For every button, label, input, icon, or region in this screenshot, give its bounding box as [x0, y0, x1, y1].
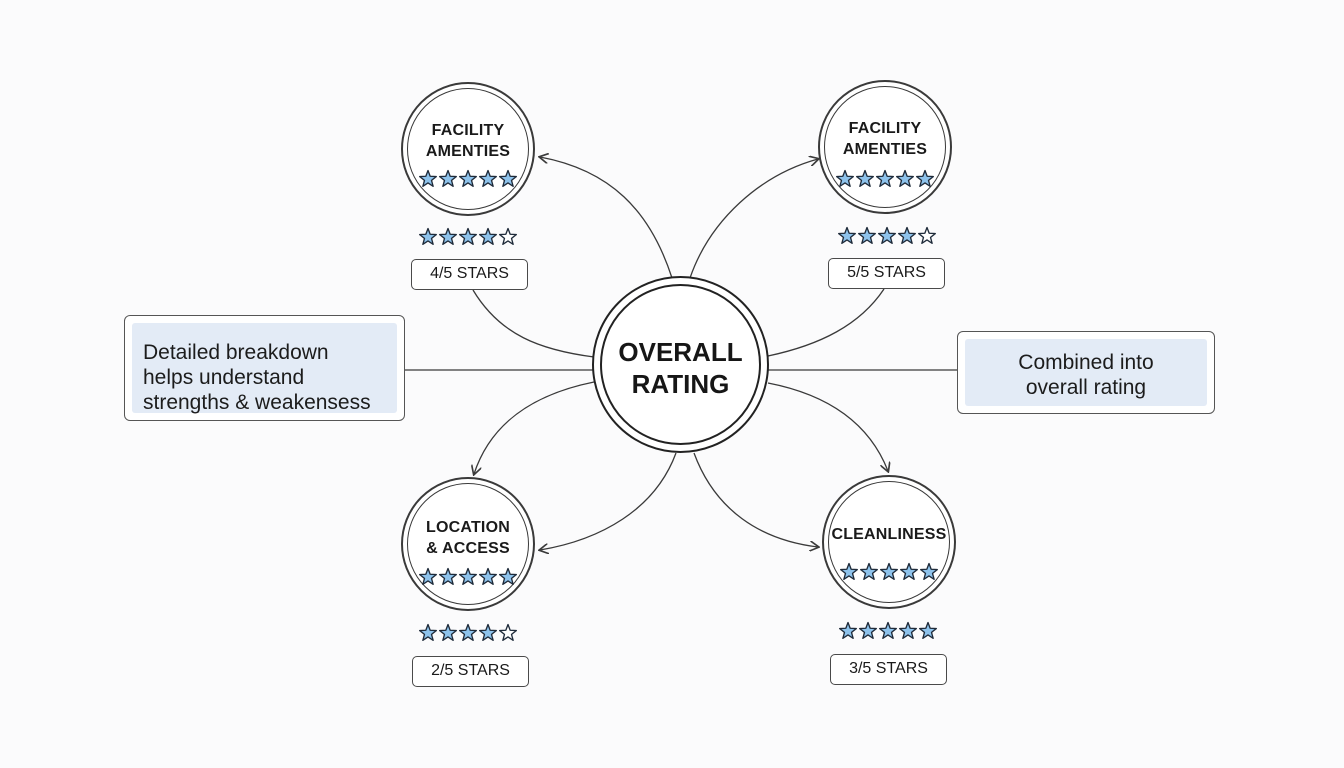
- star-rating: [838, 226, 937, 245]
- filled-star-icon: [459, 567, 477, 585]
- star-rating: [839, 621, 938, 640]
- filled-star-icon: [876, 169, 894, 187]
- category-title: FACILITY AMENTIES: [820, 118, 950, 160]
- category-title: LOCATION & ACCESS: [403, 517, 533, 559]
- category-node-facility-amenities-2: FACILITY AMENTIES: [818, 80, 952, 214]
- filled-star-icon: [479, 623, 497, 641]
- filled-star-icon: [439, 169, 457, 187]
- filled-star-icon: [840, 562, 858, 580]
- note-right-fill: Combined into overall rating: [965, 339, 1207, 406]
- empty-star-icon: [499, 227, 517, 245]
- inner-star-rating: [836, 169, 935, 188]
- filled-star-icon: [419, 227, 437, 245]
- note-left-line2: helps understand: [143, 366, 305, 389]
- filled-star-icon: [419, 567, 437, 585]
- filled-star-icon: [920, 562, 938, 580]
- inner-star-rating: [419, 169, 518, 188]
- note-left: Detailed breakdown helps understand stre…: [124, 315, 405, 421]
- arrow-from-center-bottom-right: [693, 452, 818, 547]
- filled-star-icon: [499, 567, 517, 585]
- category-node-cleanliness: CLEANLINESS: [822, 475, 956, 609]
- filled-star-icon: [858, 226, 876, 244]
- filled-star-icon: [459, 623, 477, 641]
- score-label: 5/5 STARS: [828, 258, 945, 289]
- category-title-line2: & ACCESS: [426, 540, 510, 557]
- filled-star-icon: [856, 169, 874, 187]
- overall-rating-line1: OVERALL: [618, 337, 743, 367]
- arrow-from-center-bottom-left: [540, 452, 677, 550]
- filled-star-icon: [859, 621, 877, 639]
- filled-star-icon: [916, 169, 934, 187]
- filled-star-icon: [899, 621, 917, 639]
- filled-star-icon: [459, 169, 477, 187]
- overall-rating-title: OVERALL RATING: [594, 336, 767, 400]
- filled-star-icon: [880, 562, 898, 580]
- arrow-to-top-right: [689, 159, 818, 279]
- category-node-location-access: LOCATION & ACCESS: [401, 477, 535, 611]
- category-title-line2: AMENTIES: [842, 141, 928, 158]
- score-label: 2/5 STARS: [412, 656, 529, 687]
- star-rating: [419, 623, 518, 642]
- category-title-line1: LOCATION: [426, 519, 510, 536]
- filled-star-icon: [439, 227, 457, 245]
- note-left-fill: Detailed breakdown helps understand stre…: [132, 323, 397, 414]
- note-right-line2: overall rating: [1025, 376, 1147, 399]
- filled-star-icon: [419, 169, 437, 187]
- empty-star-icon: [499, 623, 517, 641]
- curve-top-left-score: [472, 289, 595, 358]
- filled-star-icon: [439, 623, 457, 641]
- category-title-line1: FACILITY: [848, 120, 922, 137]
- filled-star-icon: [836, 169, 854, 187]
- star-rating: [419, 227, 518, 246]
- note-left-line1: Detailed breakdown: [143, 341, 329, 364]
- filled-star-icon: [900, 562, 918, 580]
- filled-star-icon: [878, 226, 896, 244]
- filled-star-icon: [439, 567, 457, 585]
- category-title-line2: AMENTIES: [425, 143, 511, 160]
- curve-top-right-score: [767, 288, 885, 357]
- note-left-line3: strengths & weakensess: [143, 391, 371, 414]
- filled-star-icon: [479, 227, 497, 245]
- filled-star-icon: [839, 621, 857, 639]
- filled-star-icon: [898, 226, 916, 244]
- filled-star-icon: [860, 562, 878, 580]
- inner-star-rating: [419, 567, 518, 586]
- filled-star-icon: [499, 169, 517, 187]
- category-node-facility-amenities-1: FACILITY AMENTIES: [401, 82, 535, 216]
- overall-rating-node: OVERALL RATING: [592, 276, 769, 453]
- filled-star-icon: [459, 227, 477, 245]
- category-title-line1: CLEANLINESS: [831, 526, 947, 543]
- overall-rating-line2: RATING: [631, 369, 730, 399]
- score-label: 3/5 STARS: [830, 654, 947, 685]
- arrow-to-bottom-right: [767, 382, 888, 471]
- empty-star-icon: [918, 226, 936, 244]
- filled-star-icon: [896, 169, 914, 187]
- arrow-to-top-left: [540, 157, 673, 279]
- filled-star-icon: [419, 623, 437, 641]
- filled-star-icon: [479, 169, 497, 187]
- filled-star-icon: [479, 567, 497, 585]
- note-right-line1: Combined into: [1018, 351, 1154, 374]
- filled-star-icon: [879, 621, 897, 639]
- category-title-line1: FACILITY: [431, 122, 505, 139]
- filled-star-icon: [838, 226, 856, 244]
- inner-star-rating: [840, 562, 939, 581]
- score-label: 4/5 STARS: [411, 259, 528, 290]
- filled-star-icon: [919, 621, 937, 639]
- arrow-to-bottom-left: [474, 381, 595, 474]
- category-title: FACILITY AMENTIES: [403, 120, 533, 162]
- category-title: CLEANLINESS: [824, 524, 954, 545]
- note-right: Combined into overall rating: [957, 331, 1215, 414]
